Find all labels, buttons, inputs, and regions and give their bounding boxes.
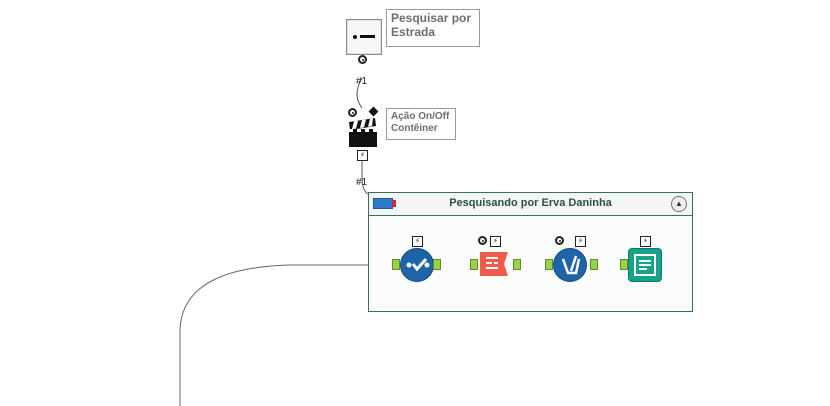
output-anchor[interactable] bbox=[433, 259, 441, 270]
connection-badge-1: #1 bbox=[356, 76, 368, 87]
search-road-tool[interactable] bbox=[346, 19, 382, 55]
render-note-tool[interactable] bbox=[628, 248, 662, 282]
lightning-icon: ⚡ bbox=[357, 150, 368, 161]
report-map-icon bbox=[480, 252, 508, 276]
render-note-icon bbox=[634, 254, 656, 276]
wire-incoming bbox=[179, 264, 392, 406]
output-anchor-icon bbox=[555, 236, 564, 245]
diamond-icon bbox=[368, 106, 379, 117]
input-anchor[interactable] bbox=[620, 259, 628, 270]
wand-filter-icon bbox=[561, 255, 581, 275]
report-map-tool[interactable] bbox=[478, 248, 510, 280]
collapse-chevron-up-icon[interactable]: ▲ bbox=[671, 196, 687, 212]
lightning-icon: ⚡ bbox=[490, 236, 501, 247]
check-flow-icon bbox=[406, 257, 430, 272]
container-toggle-switch-icon[interactable] bbox=[373, 198, 396, 209]
check-flow-tool[interactable] bbox=[400, 248, 434, 282]
lightning-icon: ⚡ bbox=[640, 236, 651, 247]
search-text-input-icon bbox=[353, 35, 375, 39]
output-anchor[interactable] bbox=[590, 259, 598, 270]
input-anchor[interactable] bbox=[470, 259, 478, 270]
search-road-label: Pesquisar por Estrada bbox=[386, 9, 480, 47]
output-anchor-icon bbox=[478, 236, 487, 245]
output-anchor-icon bbox=[348, 108, 357, 117]
container-header[interactable]: Pesquisando por Erva Daninha ▲ bbox=[369, 193, 692, 216]
clapperboard-icon bbox=[349, 118, 377, 147]
output-anchor[interactable] bbox=[513, 259, 521, 270]
container-title: Pesquisando por Erva Daninha bbox=[449, 197, 612, 209]
lightning-icon: ⚡ bbox=[575, 236, 586, 247]
lightning-icon: ⚡ bbox=[412, 236, 423, 247]
output-anchor-icon bbox=[358, 55, 367, 64]
input-anchor[interactable] bbox=[545, 259, 553, 270]
action-container-tool[interactable] bbox=[348, 118, 378, 148]
connection-badge-2: #1 bbox=[356, 177, 368, 188]
action-container-label: Ação On/Off Contêiner bbox=[386, 108, 456, 140]
input-anchor[interactable] bbox=[392, 259, 400, 270]
wand-filter-tool[interactable] bbox=[553, 248, 587, 282]
